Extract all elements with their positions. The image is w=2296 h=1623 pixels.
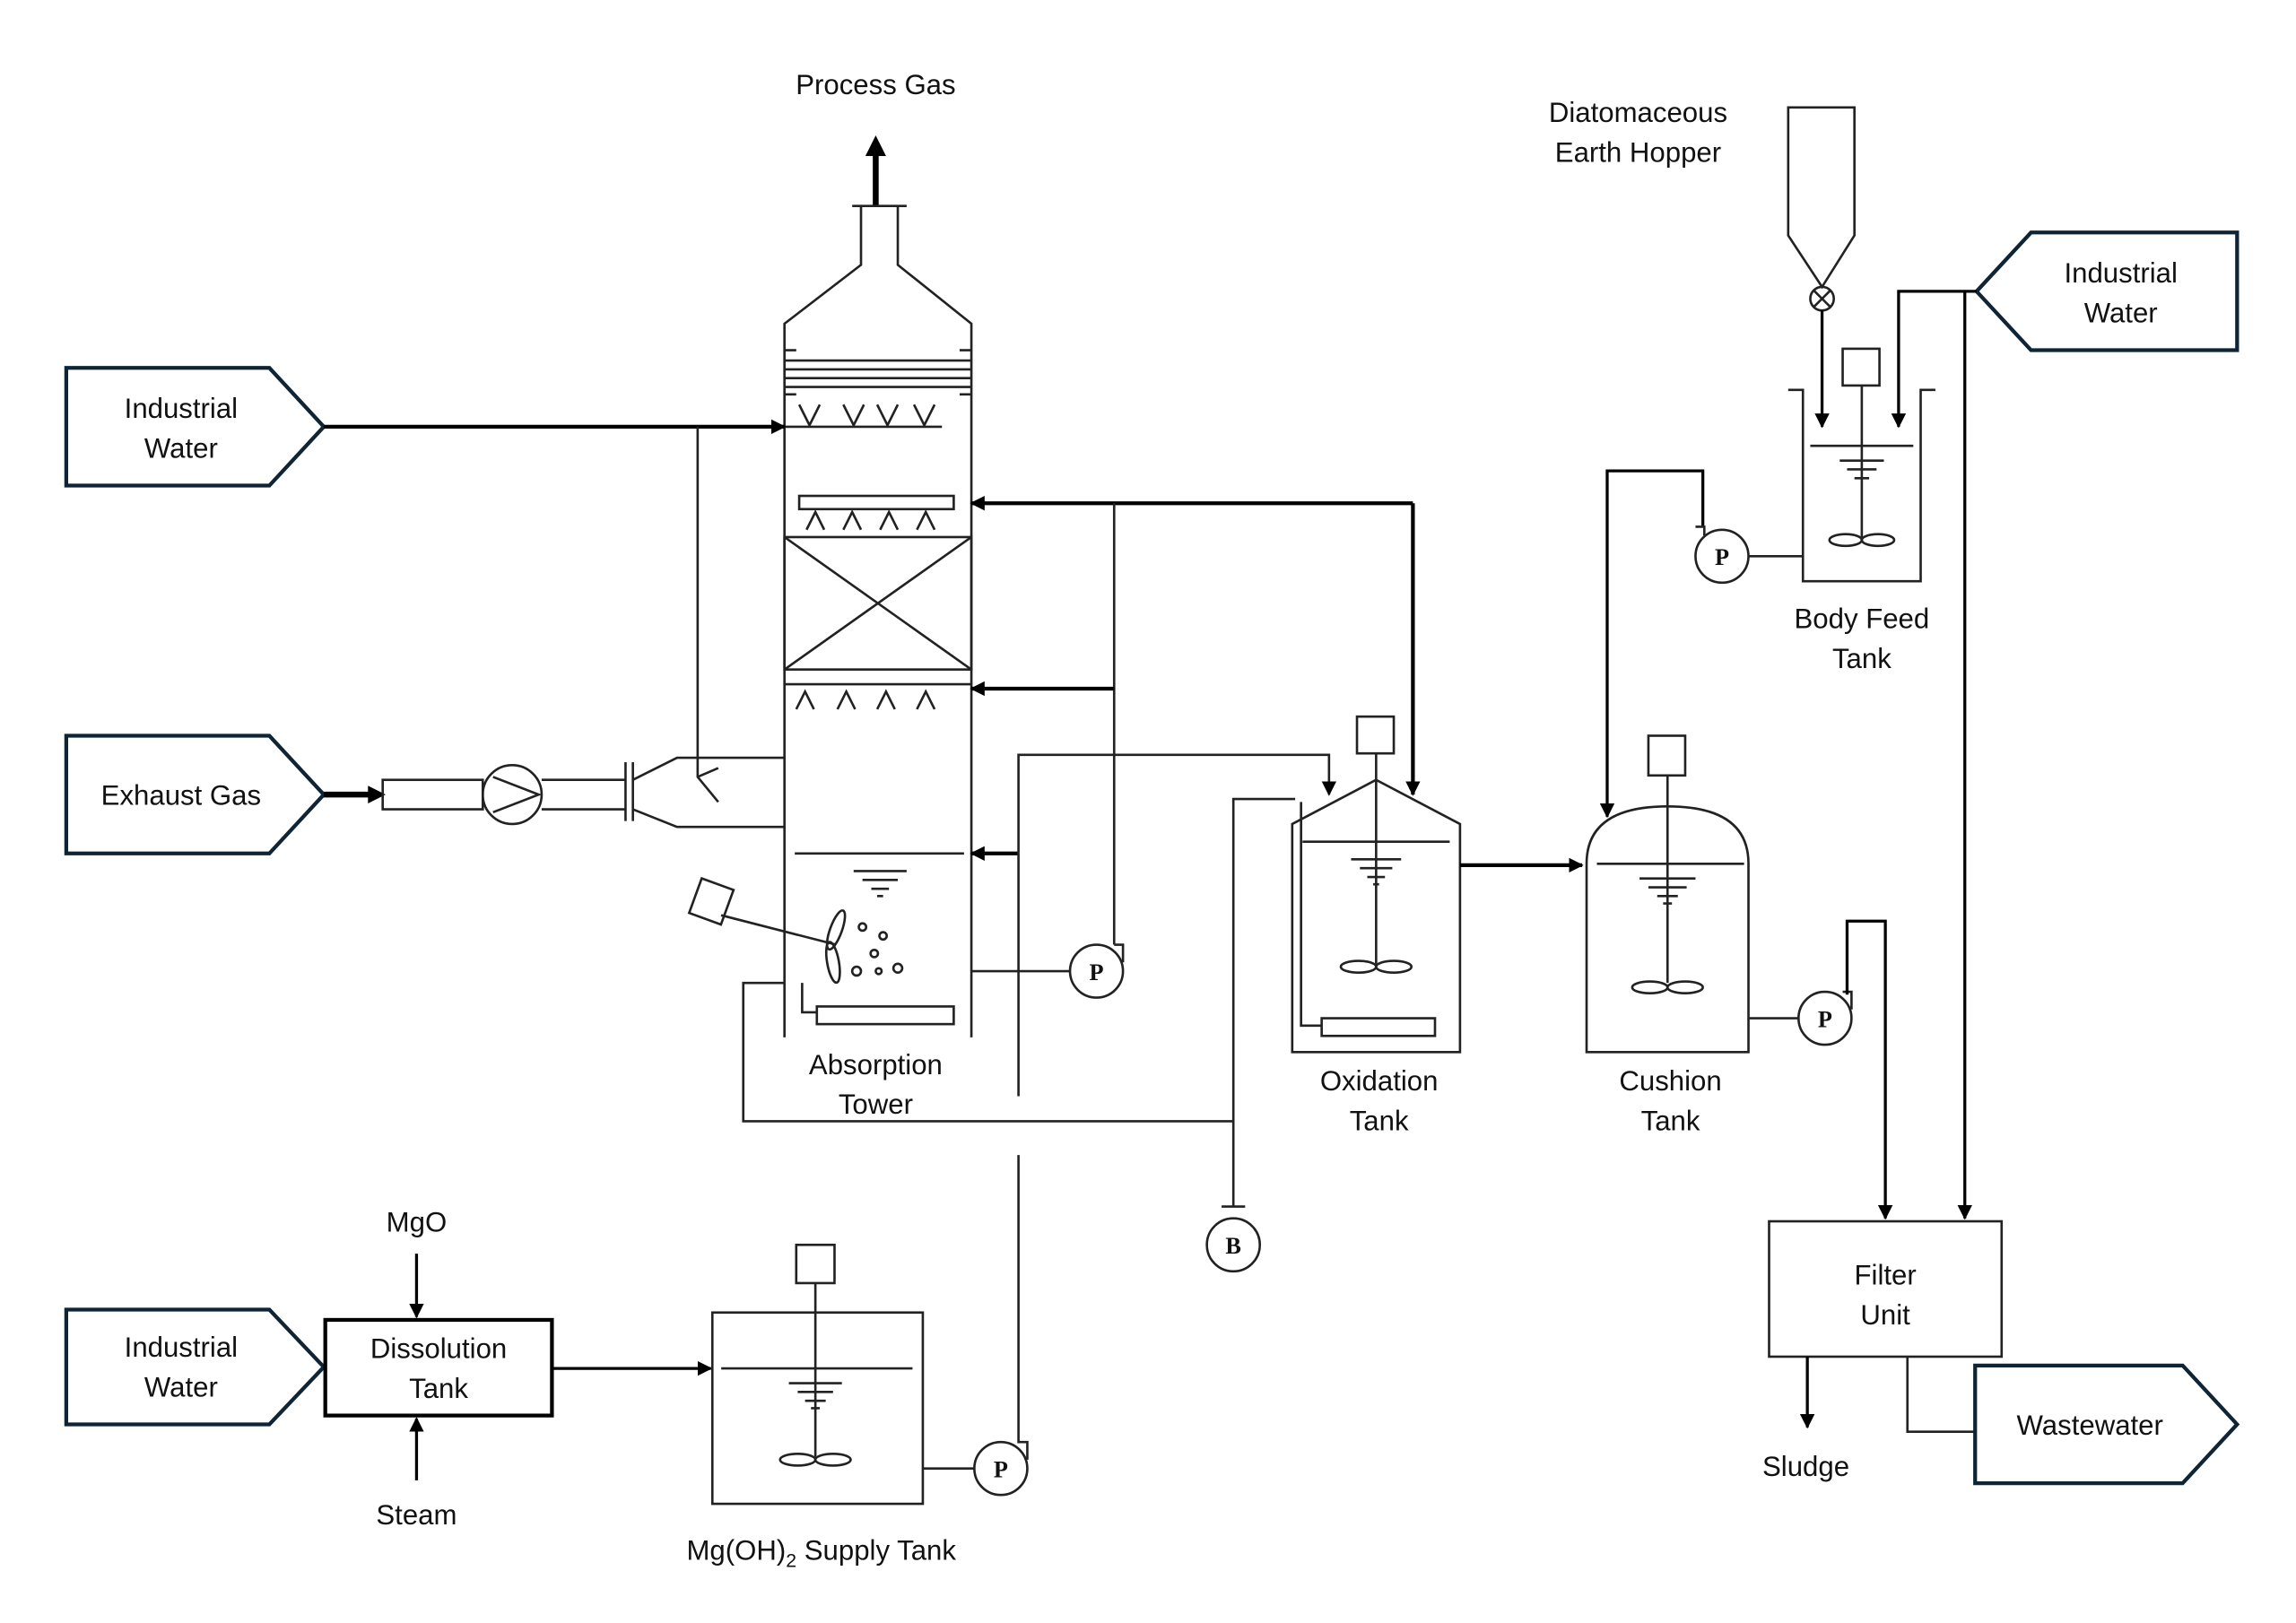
hopper-label-2: Earth Hopper [1555, 137, 1721, 169]
absorption-tower-label-2: Tower [839, 1089, 913, 1120]
side-agitator [687, 876, 904, 985]
pump-symbol: P [994, 1457, 1008, 1483]
demister [784, 349, 972, 396]
industrial-water-inlet-bottom: Industrial Water [64, 1307, 326, 1427]
pump-symbol: P [1715, 544, 1729, 570]
industrial-water-left-label-2: Water [144, 432, 218, 464]
exhaust-gas-label: Exhaust Gas [101, 780, 261, 812]
dissolution-tank-label-1: Dissolution [370, 1333, 507, 1365]
process-gas-label: Process Gas [796, 69, 955, 100]
pump-symbol: P [1818, 1006, 1832, 1032]
water-to-body-feed-line [1891, 290, 1977, 429]
industrial-water-bottom-label-1: Industrial [125, 1332, 238, 1363]
process-gas-outlet-arrow [852, 135, 907, 208]
gas-duct-with-fan [381, 756, 785, 829]
industrial-water-inlet-right: Industrial Water [1973, 230, 2239, 352]
oxidation-tank-label-1: Oxidation [1320, 1065, 1439, 1097]
absorption-tower [687, 205, 973, 1037]
industrial-water-inlet-left: Industrial Water [64, 366, 326, 488]
body-feed-to-cushion-line [1599, 469, 1705, 819]
oxidation-tank-label-2: Tank [1350, 1105, 1409, 1136]
supply-pump: P [973, 1434, 1029, 1497]
body-feed-tank-label-2: Tank [1832, 643, 1892, 674]
bottom-sparger [801, 983, 955, 1026]
wastewater-label: Wastewater [2017, 1410, 2163, 1441]
sludge-label: Sludge [1762, 1451, 1849, 1482]
filter-unit-label-1: Filter [1855, 1260, 1917, 1291]
filtrate-line [1906, 1356, 1976, 1433]
tower-pump: P [1068, 943, 1125, 999]
hopper-label-1: Diatomaceous [1549, 97, 1727, 128]
industrial-water-right-label-1: Industrial [2064, 257, 2177, 289]
mgo-label: MgO [387, 1206, 448, 1237]
cushion-tank-label-2: Tank [1641, 1105, 1700, 1136]
blower-symbol: B [1225, 1233, 1241, 1259]
top-spray-nozzles [784, 404, 943, 429]
body-feed-tank-label-1: Body Feed [1795, 603, 1930, 635]
industrial-water-bottom-label-2: Water [144, 1371, 218, 1402]
spray-header-2 [784, 682, 972, 710]
blower: B [1205, 1217, 1262, 1273]
industrial-water-left-label-1: Industrial [125, 393, 238, 424]
cushion-tank [1585, 734, 1750, 1054]
slurry-to-oxidation-line [1017, 753, 1337, 854]
body-feed-tank [1787, 347, 1935, 583]
air-loop-line [742, 797, 1296, 1123]
wastewater-outlet: Wastewater [1973, 1363, 2240, 1486]
steam-label: Steam [376, 1499, 457, 1531]
cushion-pump: P [1797, 990, 1853, 1046]
dissolution-tank-label-2: Tank [409, 1373, 468, 1404]
industrial-water-right-label-2: Water [2084, 297, 2158, 328]
water-branch-to-inlet-line [696, 426, 719, 803]
diatomaceous-earth-hopper [1787, 106, 1856, 312]
dissolution-tank: Dissolution Tank [323, 1317, 554, 1418]
blower-line [1222, 1121, 1246, 1208]
fan-icon [481, 763, 544, 826]
filter-unit: Filter Unit [1768, 1219, 2004, 1358]
oxidation-tank [1291, 715, 1462, 1054]
supply-tank-label: Mg(OH)2 Supply Tank [686, 1534, 956, 1571]
absorption-tower-label-1: Absorption [809, 1049, 943, 1081]
cushion-tank-label-1: Cushion [1619, 1065, 1721, 1097]
body-feed-pump: P [1694, 525, 1750, 585]
pump-symbol: P [1090, 959, 1104, 985]
exhaust-gas-inlet: Exhaust Gas [64, 733, 326, 855]
liquid-level [795, 852, 964, 898]
filter-unit-label-2: Unit [1860, 1299, 1910, 1331]
mg-oh2-supply-tank [710, 1243, 925, 1506]
packing-bed [783, 535, 973, 671]
cushion-to-filter-line [1845, 919, 1893, 1220]
spray-header-1 [797, 494, 955, 531]
